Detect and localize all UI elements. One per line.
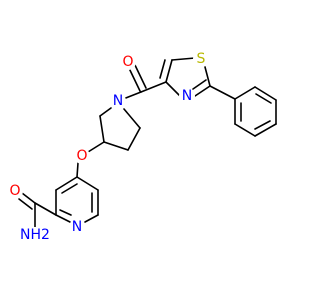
bond-pyrrolidine-n-ca (123, 108, 141, 129)
atom-n-pyridine: N (69, 219, 85, 235)
bond-phenyl-4 (254, 123, 277, 137)
bond-thiazole-c4-c5-double (159, 59, 166, 79)
atom-n-pyrrolidine: N (110, 93, 126, 109)
bond-pyridine-c3-c4 (55, 176, 78, 191)
atom-label-n-thiazole: N (182, 88, 192, 104)
atom-label-nh2-amide: NH2 (20, 227, 50, 243)
bond-pyridine-amide (34, 202, 57, 216)
bond-thiazole-c2-n (194, 85, 211, 97)
bond-pyridine-c4-c5 (76, 176, 99, 191)
atom-n-thiazole: N (179, 88, 195, 104)
bond-pyrrolidine-c3-c2 (99, 115, 105, 143)
atom-labels: O N S N O N O NH2 (7, 51, 209, 243)
bond-phenyl-5 (234, 123, 256, 137)
atom-label-o-amide: O (9, 183, 20, 199)
bond-carbonyl-c-o (127, 65, 141, 92)
atom-label-n-pyrrolidine: N (113, 93, 123, 109)
bond-thiazole-c5-s (171, 57, 196, 61)
bond-thiazole-c2-n-double (192, 79, 207, 90)
bond-phenyl-2 (254, 86, 277, 101)
bond-o-ether-pyridine (76, 162, 79, 178)
bond-phenyl-4-double (254, 120, 271, 130)
bond-pyridine-c3-c4-double (61, 183, 78, 194)
bond-amide-c-o (21, 192, 36, 204)
atom-nh2-amide: NH2 (20, 227, 50, 243)
atom-label-s-thiazole: S (197, 51, 206, 67)
bond-thiazole-phenyl (209, 85, 236, 100)
bond-pyridine-n-c2-double (59, 209, 72, 216)
bond-carbonyl-thiazole (140, 81, 167, 93)
bond-thiazole-n-c4 (165, 81, 181, 97)
bond-pyridine-n-c2 (55, 214, 71, 223)
atom-o-ether: O (74, 148, 90, 164)
bond-c3-o-ether (87, 141, 105, 153)
atom-label-n-pyridine: N (72, 219, 82, 235)
atom-o-carbonyl: O (120, 54, 136, 70)
bond-thiazole-s-c2 (204, 66, 211, 87)
bonds (18, 57, 277, 229)
molecule-structure: O N S N O N O NH2 (7, 51, 277, 243)
bond-amide-c-o-double (18, 198, 33, 210)
bond-pyridine-c6-n (84, 214, 99, 223)
bond-phenyl-1 (234, 86, 256, 100)
bond-phenyl-2-double (255, 93, 272, 104)
atom-label-o-ether: O (76, 148, 87, 164)
atom-label-o-carbonyl: O (122, 54, 133, 70)
bond-pyrrolidine-cb-c3 (103, 141, 129, 151)
atom-s-thiazole: S (193, 51, 209, 67)
bond-pyrrolidine-c2-n (99, 107, 112, 117)
bond-thiazole-c4-c5 (165, 59, 173, 83)
atom-o-amide: O (7, 183, 23, 199)
bond-carbonyl-c-o-double (133, 62, 147, 89)
bond-pyrrolidine-ca-cb (127, 127, 141, 151)
